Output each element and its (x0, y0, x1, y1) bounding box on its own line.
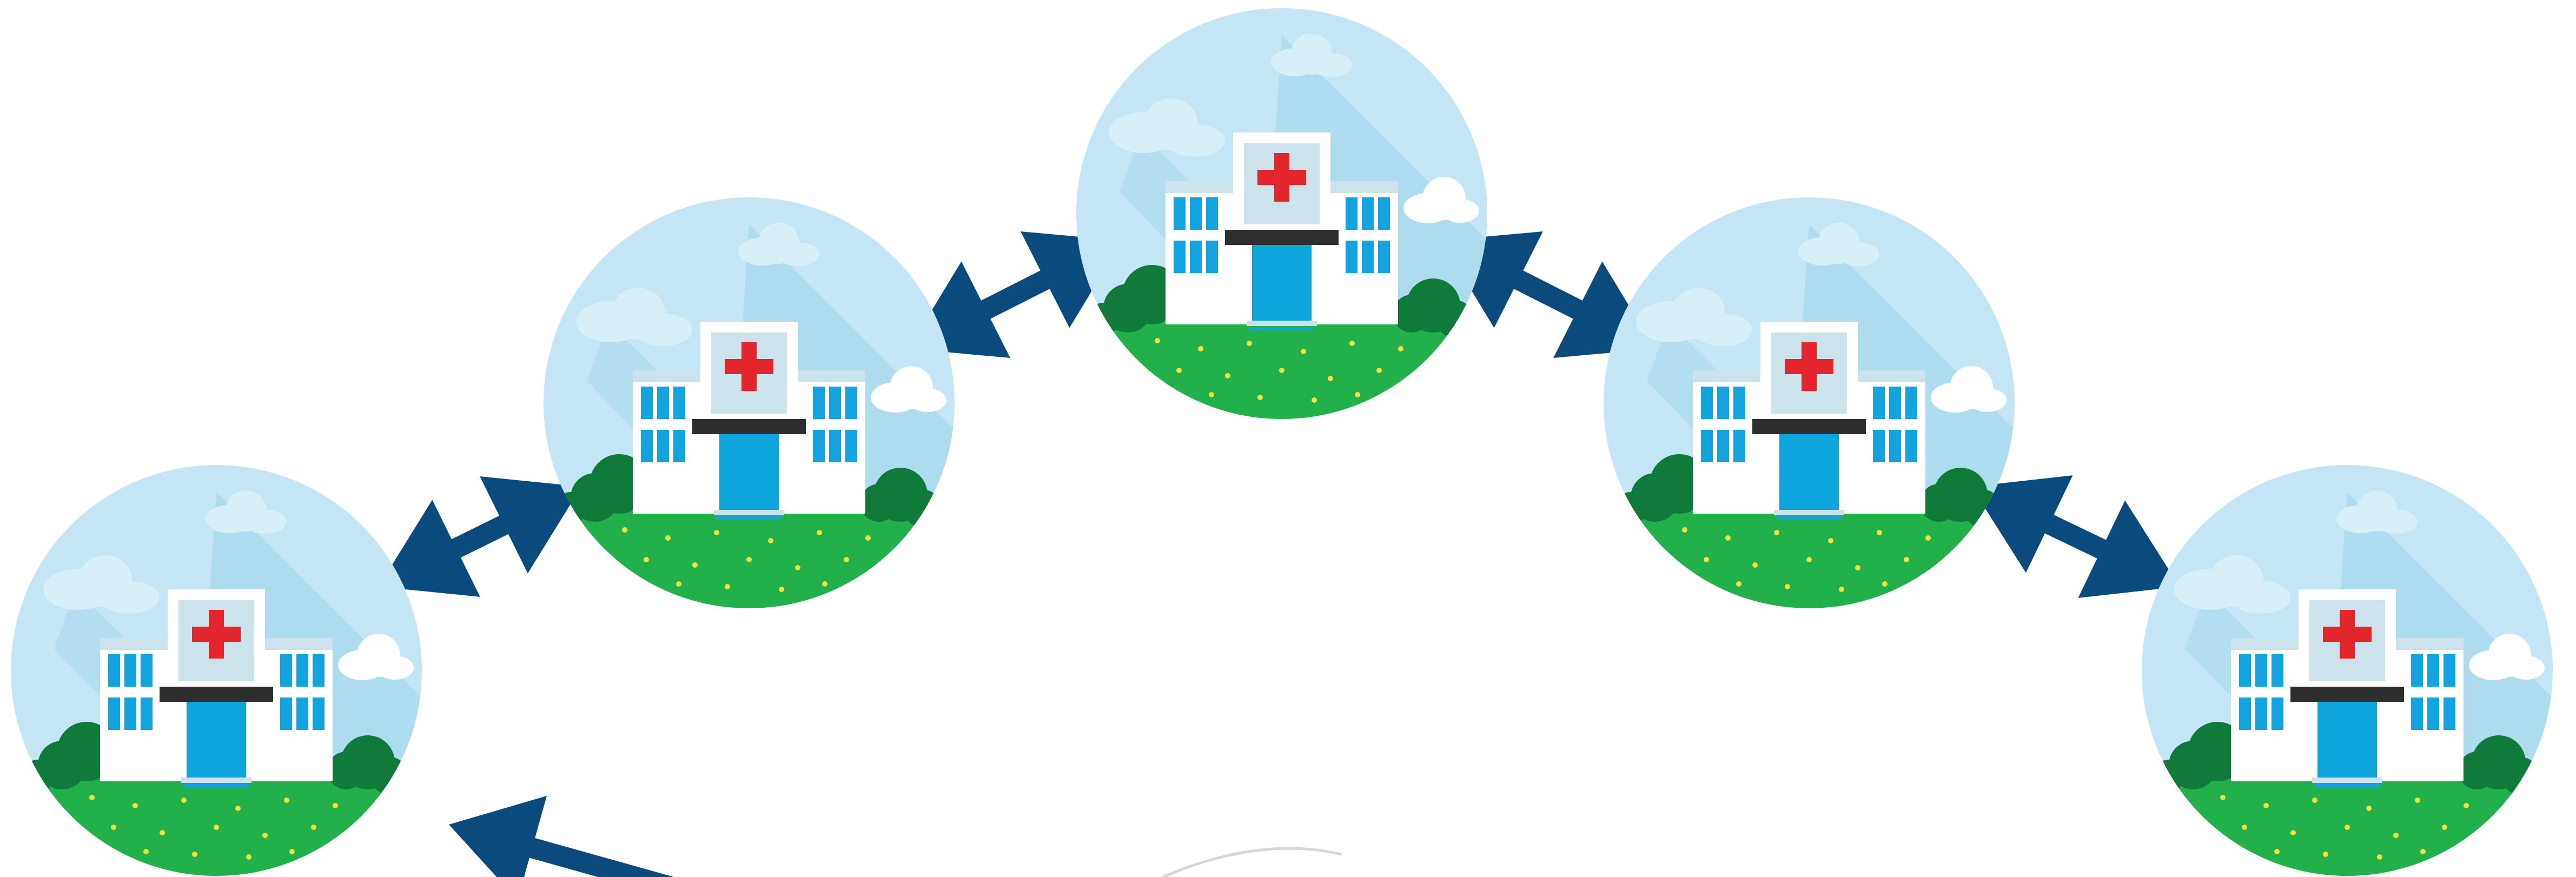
arrow-shaft (508, 832, 674, 877)
arrowhead (379, 500, 480, 597)
hospital-icon (533, 197, 976, 652)
partial-arrow (449, 795, 674, 877)
arrowhead (2078, 500, 2180, 598)
hospital-nodes (0, 8, 2574, 877)
bidirectional-arrow (379, 476, 581, 597)
hospital-icon (0, 465, 443, 877)
hospital-icon (1593, 197, 2036, 652)
hospital-icon (2131, 465, 2574, 877)
arrowhead (449, 795, 547, 877)
hospital-icon (1065, 8, 1509, 462)
bidirectional-arrow (1971, 475, 2180, 598)
faint-node-outline (1162, 847, 1342, 877)
arrowhead (480, 476, 581, 574)
arrowhead (1971, 475, 2073, 573)
